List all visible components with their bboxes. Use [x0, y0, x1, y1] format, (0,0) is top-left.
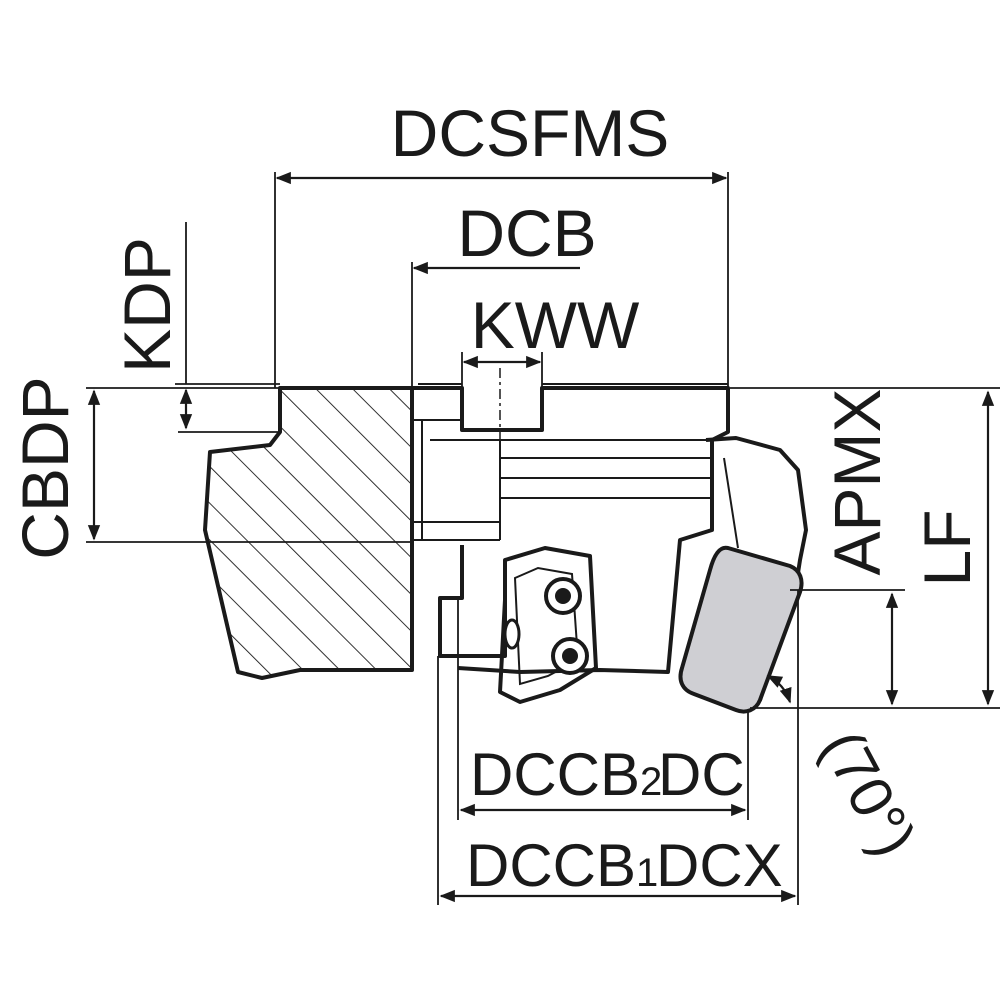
label-dcx: DCX — [656, 832, 783, 899]
label-dccb2: DCCB2 — [470, 741, 662, 808]
label-dccb2-main: DCCB — [470, 741, 640, 808]
hatched-section — [203, 386, 414, 680]
label-apmx: APMX — [820, 388, 894, 575]
screw-lower — [551, 637, 589, 675]
label-cbdp: CBDP — [8, 376, 82, 559]
label-dccb1-main: DCCB — [466, 832, 636, 899]
label-dcsfms: DCSFMS — [391, 96, 670, 170]
label-kww: KWW — [471, 288, 640, 362]
label-dc: DC — [658, 741, 745, 808]
screw-upper — [544, 577, 582, 615]
screw-left — [503, 618, 521, 650]
body-outline — [412, 386, 730, 674]
angle-arc — [766, 675, 792, 704]
label-lf: LF — [910, 509, 984, 586]
label-dccb2-sub: 2 — [640, 760, 662, 804]
label-dccb1-sub: 1 — [636, 851, 658, 895]
insert-pocket-inner — [723, 457, 739, 549]
counterbore-step — [438, 545, 507, 658]
label-dccb1: DCCB1 — [466, 832, 658, 899]
clamp-wedge — [498, 546, 598, 704]
label-dcb: DCB — [457, 196, 596, 270]
cutting-insert — [678, 545, 804, 714]
label-kdp: KDP — [110, 237, 184, 373]
label-angle: (70°) — [809, 720, 930, 867]
